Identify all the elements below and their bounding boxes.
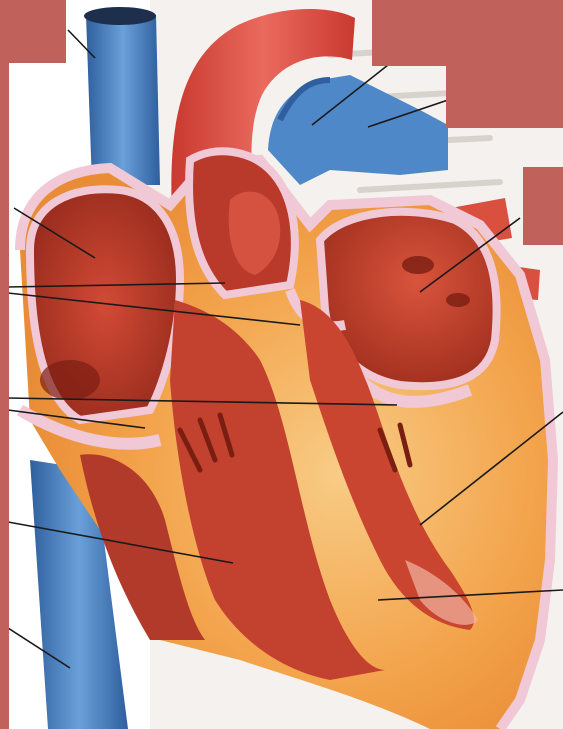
label-box-right-middle	[523, 167, 563, 245]
superior-vena-cava-opening	[84, 7, 156, 25]
label-box-left-strip	[0, 63, 9, 729]
pulmonary-vein-opening-1	[402, 256, 434, 274]
label-box-right-upper	[446, 66, 563, 128]
pulmonary-vein-opening-2	[446, 293, 470, 307]
right-atrium-shadow	[40, 360, 100, 400]
label-box-top-right	[372, 0, 563, 66]
label-box-top-left	[0, 0, 66, 63]
superior-vena-cava	[86, 15, 160, 185]
